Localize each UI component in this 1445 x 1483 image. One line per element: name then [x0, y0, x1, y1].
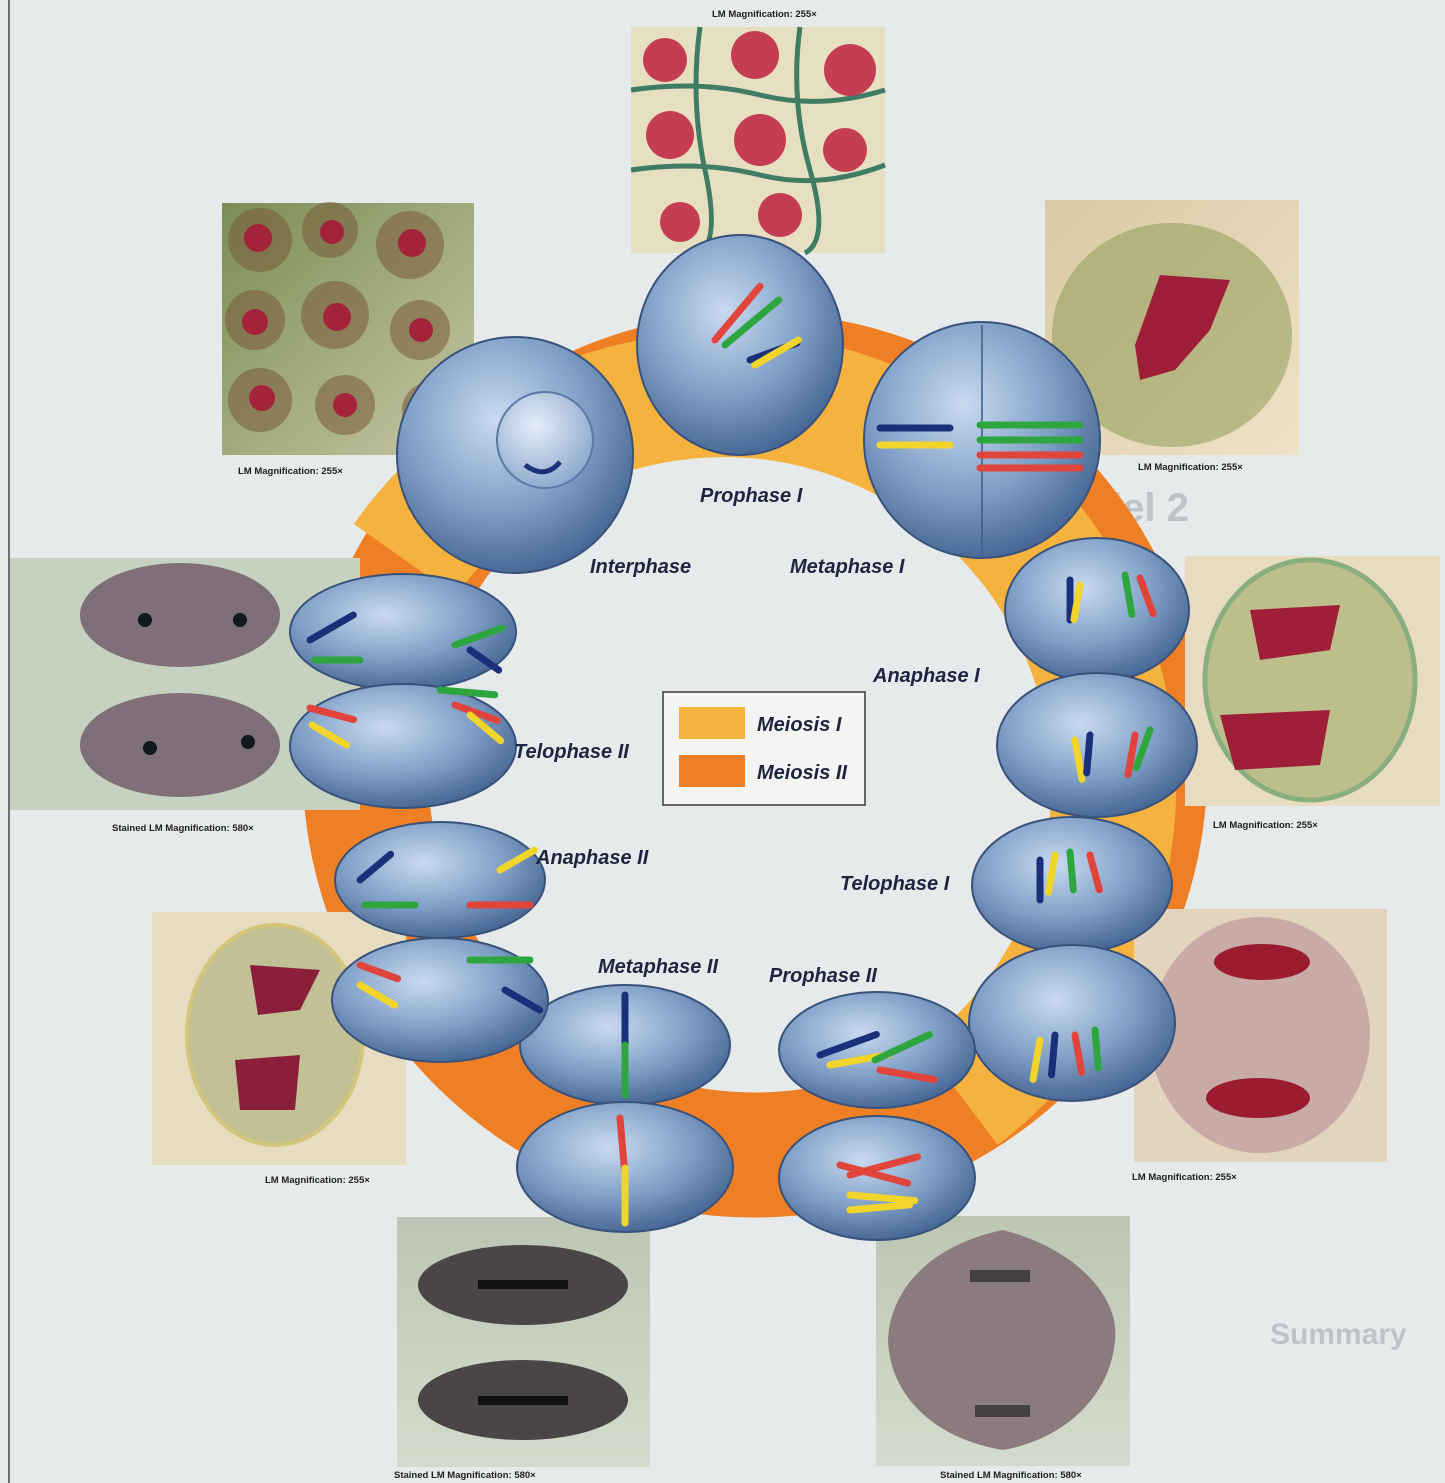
- chromosome: [1052, 1035, 1055, 1075]
- cell-telophase-2-bottom: [290, 684, 516, 808]
- label-metaphase-2: Metaphase II: [598, 956, 718, 978]
- cell-telophase-1-bottom: [969, 945, 1175, 1101]
- cell-prophase-2-bottom: [779, 1116, 975, 1240]
- legend: Meiosis I Meiosis II: [663, 692, 865, 805]
- label-telophase-2: Telophase II: [514, 741, 629, 763]
- chromosome: [620, 1118, 624, 1168]
- micrograph-top-caption: LM Magnification: 255×: [712, 9, 817, 20]
- label-prophase-1: Prophase I: [700, 485, 803, 507]
- micrograph-bottom-left-caption: Stained LM Magnification: 580×: [394, 1470, 536, 1481]
- micrograph-top-right-caption: LM Magnification: 255×: [1138, 462, 1243, 473]
- cell-metaphase-2-bottom: [517, 1102, 733, 1232]
- cell-anaphase-2-top: [335, 822, 545, 938]
- cell-anaphase-1-top-membrane: [1005, 538, 1189, 682]
- micrograph-left-caption: Stained LM Magnification: 580×: [112, 823, 254, 834]
- micrograph-bottom-left: [397, 1217, 650, 1467]
- label-telophase-1: Telophase I: [840, 873, 950, 895]
- chromosome: [440, 690, 495, 695]
- label-anaphase-2: Anaphase II: [535, 847, 649, 869]
- cell-anaphase-1-bottom-membrane: [997, 673, 1197, 817]
- cell-anaphase-1-bottom: [997, 673, 1197, 817]
- legend-label-meiosis-2: Meiosis II: [757, 762, 847, 784]
- micrograph-lower-left-caption: LM Magnification: 255×: [265, 1175, 370, 1186]
- label-metaphase-1: Metaphase I: [790, 556, 905, 578]
- micrograph-top: [631, 27, 885, 253]
- label-prophase-2: Prophase II: [769, 965, 877, 987]
- cell-telophase-1-top: [972, 817, 1172, 953]
- label-interphase: Interphase: [590, 556, 691, 578]
- cell-prophase-1-membrane: [637, 235, 843, 455]
- legend-label-meiosis-1: Meiosis I: [757, 714, 842, 736]
- cell-telophase-2-bottom-membrane: [290, 684, 516, 808]
- micrograph-bottom-right-caption: Stained LM Magnification: 580×: [940, 1470, 1082, 1481]
- legend-swatch-meiosis-2: [679, 755, 745, 787]
- cell-anaphase-2-bottom: [332, 938, 548, 1062]
- cell-anaphase-1-top: [1005, 538, 1189, 682]
- cell-metaphase-2-top: [520, 985, 730, 1105]
- cell-prophase-2-top-membrane: [779, 992, 975, 1108]
- micrograph-lower-right-caption: LM Magnification: 255×: [1132, 1172, 1237, 1183]
- micrograph-top-left-caption: LM Magnification: 255×: [238, 466, 343, 477]
- cell-anaphase-2-top-membrane: [335, 822, 545, 938]
- micrograph-right: [1185, 556, 1440, 806]
- cell-prophase-1: [637, 235, 843, 455]
- cell-telophase-1-bottom-membrane: [969, 945, 1175, 1101]
- legend-swatch-meiosis-1: [679, 707, 745, 739]
- cell-prophase-2-top: [779, 992, 975, 1108]
- cell-telophase-2-top: [290, 574, 516, 690]
- cell-metaphase-1: [864, 322, 1100, 558]
- micrograph-right-caption: LM Magnification: 255×: [1213, 820, 1318, 831]
- chromosome: [1095, 1030, 1098, 1068]
- label-anaphase-1: Anaphase I: [872, 665, 980, 687]
- chromosome: [1070, 852, 1073, 890]
- micrograph-bottom-right: [876, 1216, 1130, 1466]
- chromosome: [1087, 735, 1090, 773]
- cell-interphase: [397, 337, 633, 573]
